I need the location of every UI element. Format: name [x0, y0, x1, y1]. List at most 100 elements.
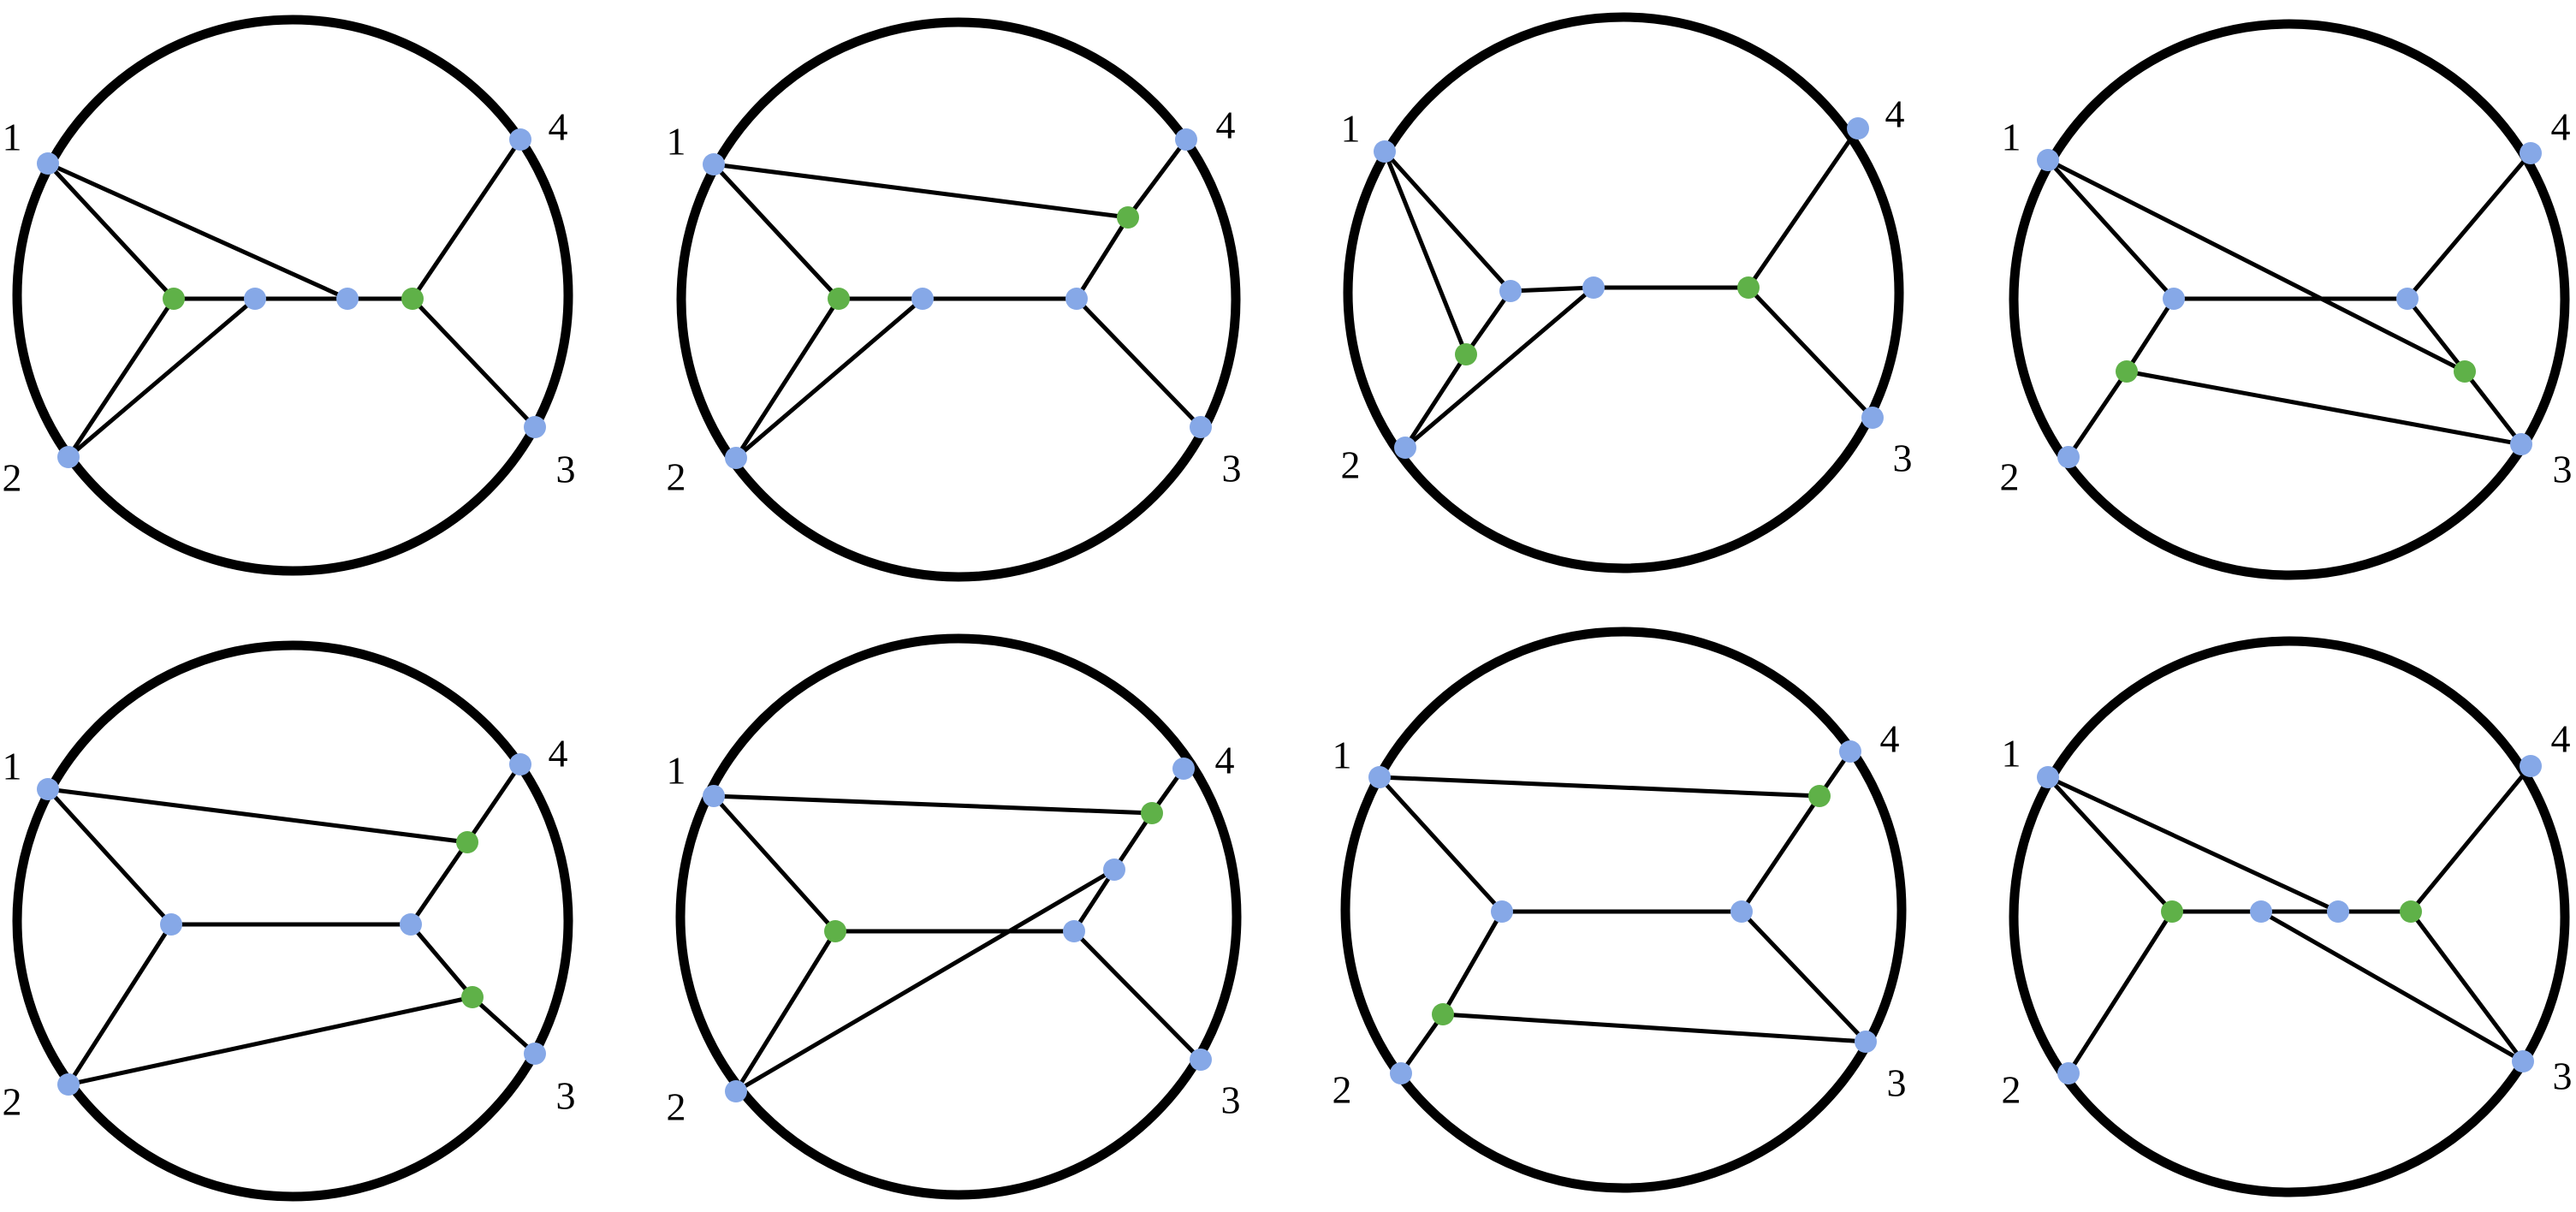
propagator-edge — [2066, 909, 2175, 1076]
external-vertex-1 — [37, 152, 59, 175]
propagator-edge — [1112, 811, 1154, 872]
propagator-edge — [1071, 867, 1117, 934]
green-vertex — [163, 288, 185, 310]
external-label-4: 4 — [2551, 105, 2571, 149]
external-vertex-4 — [1839, 740, 1861, 763]
green-vertex — [2161, 900, 2183, 923]
propagator-edge — [408, 840, 470, 927]
propagator-edge — [1377, 775, 1505, 914]
boundary-circle — [1340, 627, 1907, 1193]
blue-vertex — [400, 913, 422, 936]
propagator-edge — [465, 762, 523, 845]
green-vertex — [1141, 802, 1163, 824]
external-label-4: 4 — [1885, 92, 1905, 136]
green-vertex — [461, 986, 484, 1008]
propagator-edge — [1746, 126, 1861, 290]
propagator-edge — [66, 296, 176, 460]
propagator-edge — [66, 995, 475, 1087]
propagator-edge — [408, 922, 475, 1000]
green-vertex — [456, 831, 478, 853]
external-vertex-3 — [2510, 433, 2532, 455]
propagator-edge — [1739, 793, 1822, 914]
external-vertex-4 — [1847, 117, 1869, 140]
blue-vertex — [2163, 288, 2185, 310]
blue-vertex — [160, 913, 182, 936]
external-label-1: 1 — [3, 745, 22, 788]
green-vertex — [1455, 343, 1477, 365]
propagator-edge — [1440, 1012, 1868, 1044]
external-vertex-1 — [703, 153, 725, 175]
propagator-edge — [1746, 285, 1875, 420]
boundary-circle — [1343, 12, 1904, 573]
external-vertex-4 — [509, 128, 531, 151]
blue-vertex — [1103, 858, 1125, 881]
external-vertex-1 — [2037, 766, 2059, 788]
external-vertex-4 — [1172, 758, 1195, 780]
propagator-edge — [410, 137, 523, 301]
external-label-4: 4 — [2551, 717, 2571, 761]
external-vertex-3 — [2512, 1050, 2534, 1072]
green-vertex — [1737, 276, 1760, 299]
green-vertex — [2116, 360, 2138, 383]
propagator-edge — [66, 922, 174, 1087]
external-vertex-4 — [2520, 142, 2542, 164]
propagator-edge — [1071, 929, 1203, 1062]
external-label-2: 2 — [1333, 1068, 1352, 1112]
external-vertex-2 — [57, 1073, 80, 1096]
external-label-4: 4 — [549, 105, 568, 149]
propagator-edge — [733, 867, 1117, 1094]
external-label-3: 3 — [1887, 1061, 1907, 1105]
propagator-edge — [1382, 149, 1513, 294]
propagator-edge — [2405, 296, 2467, 374]
propagator-edge — [1377, 775, 1822, 799]
external-label-1: 1 — [1341, 107, 1361, 151]
external-label-3: 3 — [556, 448, 576, 491]
external-vertex-2 — [57, 446, 80, 468]
external-vertex-2 — [725, 1080, 747, 1102]
external-vertex-3 — [1861, 407, 1884, 429]
propagator-edge — [2066, 369, 2129, 460]
propagator-edge — [2408, 763, 2533, 914]
external-vertex-1 — [1368, 766, 1391, 788]
external-label-1: 1 — [2002, 732, 2021, 775]
boundary-circle — [675, 633, 1242, 1200]
propagator-edge — [1382, 149, 1469, 357]
propagator-edge — [2124, 369, 2524, 447]
external-label-2: 2 — [3, 1080, 22, 1124]
external-label-2: 2 — [667, 455, 686, 499]
propagator-edge — [66, 296, 258, 460]
propagator-edge — [733, 929, 838, 1094]
green-vertex — [1117, 206, 1139, 229]
external-vertex-2 — [1394, 437, 1416, 459]
propagator-edge — [2258, 909, 2526, 1064]
propagator-edge — [470, 995, 537, 1056]
external-vertex-3 — [524, 416, 546, 438]
external-vertex-3 — [1855, 1031, 1877, 1053]
external-vertex-1 — [2037, 149, 2059, 171]
external-vertex-4 — [1175, 128, 1197, 151]
external-label-2: 2 — [1341, 443, 1361, 487]
propagator-edge — [733, 296, 841, 460]
blue-vertex — [1065, 288, 1088, 310]
external-label-3: 3 — [2553, 448, 2573, 491]
external-label-3: 3 — [1221, 1078, 1241, 1122]
external-vertex-2 — [1390, 1062, 1412, 1084]
blue-vertex — [1499, 280, 1522, 302]
propagator-edge — [2045, 775, 2175, 914]
propagator-edge — [1403, 352, 1469, 450]
blue-vertex — [244, 288, 266, 310]
propagator-edge — [1398, 1012, 1445, 1076]
blue-vertex — [2327, 900, 2349, 923]
external-label-1: 1 — [667, 120, 686, 163]
propagator-edge — [711, 162, 841, 301]
external-label-2: 2 — [2002, 1068, 2021, 1112]
external-label-1: 1 — [2002, 116, 2021, 159]
green-vertex — [2454, 360, 2476, 383]
